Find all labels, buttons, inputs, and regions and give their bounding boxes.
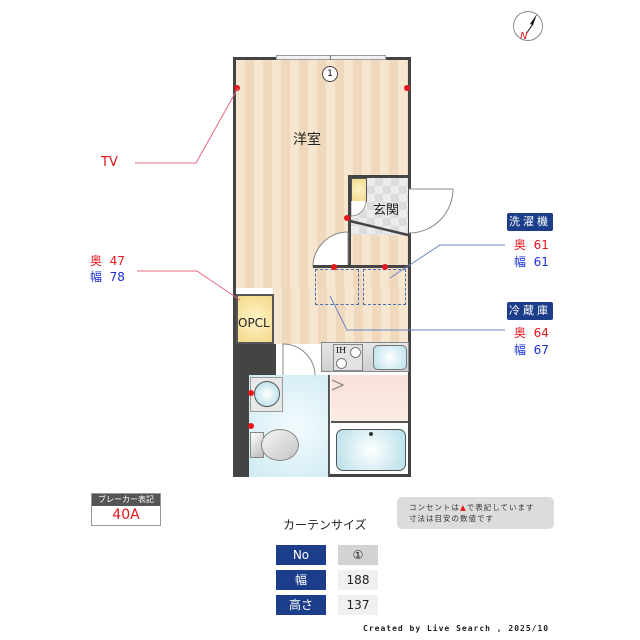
western-room-label: 洋室 xyxy=(293,132,321,148)
window-divider xyxy=(330,55,331,60)
folding-door xyxy=(331,379,345,391)
width-value: 61 xyxy=(533,255,549,269)
outlet-fridge xyxy=(331,264,337,270)
footer-credit: Created by Live Search , 2025/10 xyxy=(363,624,550,633)
entrance-step xyxy=(349,219,409,237)
fridge-dimensions: 奥 64 幅 67 xyxy=(514,325,549,359)
ih-stove: IH xyxy=(333,344,363,371)
closet-dimensions: 奥 47 幅 78 xyxy=(90,253,125,285)
width-label: 幅 xyxy=(514,255,527,269)
curtain-row: 幅 188 xyxy=(276,570,378,590)
tv-callout: TV xyxy=(101,155,118,170)
depth-label: 奥 xyxy=(514,238,527,252)
burner-icon xyxy=(350,347,361,358)
depth-label: 奥 xyxy=(90,254,103,268)
width-label: 幅 xyxy=(90,270,103,284)
dressing-area xyxy=(331,375,408,423)
cabinet-door xyxy=(350,200,367,217)
kitchen-sink xyxy=(373,345,407,370)
outlet-legend-icon: ▲ xyxy=(460,503,467,512)
curtain-row-label: 高さ xyxy=(276,595,326,615)
width-value: 78 xyxy=(109,270,125,284)
outlet-entrance xyxy=(344,215,350,221)
curtain-row-value: 137 xyxy=(338,595,378,615)
entrance-door xyxy=(409,188,454,234)
bathtub xyxy=(336,429,406,471)
curtain-row-label: No xyxy=(276,545,326,565)
burner-icon xyxy=(336,358,347,369)
outlet-left xyxy=(234,85,240,91)
entrance-partition xyxy=(348,175,351,267)
depth-value: 64 xyxy=(533,326,549,340)
depth-value: 47 xyxy=(109,254,125,268)
outlet-basin xyxy=(248,390,254,396)
fridge-label: 冷蔵庫 xyxy=(507,302,553,320)
entrance-label: 玄関 xyxy=(373,203,400,218)
depth-label: 奥 xyxy=(514,326,527,340)
width-label: 幅 xyxy=(514,343,527,357)
hall-partition xyxy=(313,265,408,268)
curtain-row: No ① xyxy=(276,545,378,565)
closet xyxy=(236,294,274,344)
closet-side-wall xyxy=(233,344,276,376)
notes-line2: 寸法は目安の数値です xyxy=(409,514,494,523)
window-number-marker: 1 xyxy=(322,66,338,82)
compass: N xyxy=(512,10,544,42)
outlet-right xyxy=(404,85,410,91)
breaker-value: 40A xyxy=(112,507,140,523)
fridge-space xyxy=(315,269,359,305)
notes-line1-suffix: で表記しています xyxy=(466,503,535,512)
notes-box: コンセントは▲で表記しています 寸法は目安の数値です xyxy=(397,497,554,529)
outlet-washer xyxy=(382,264,388,270)
left-lower-wall xyxy=(233,344,249,477)
curtain-row-label: 幅 xyxy=(276,570,326,590)
closet-label: OPCL xyxy=(238,316,270,330)
notes-line1-prefix: コンセントは xyxy=(409,503,460,512)
washer-label: 洗濯機 xyxy=(507,213,553,231)
curtain-row-value: 188 xyxy=(338,570,378,590)
ih-label: IH xyxy=(336,346,347,355)
toilet-bowl xyxy=(261,429,299,461)
curtain-row: 高さ 137 xyxy=(276,595,378,615)
washer-dimensions: 奥 61 幅 61 xyxy=(514,237,549,271)
breaker-title: ブレーカー表記 xyxy=(92,494,160,506)
drain-icon xyxy=(369,432,373,436)
curtain-title: カーテンサイズ xyxy=(283,518,367,532)
width-value: 67 xyxy=(533,343,549,357)
curtain-row-value: ① xyxy=(338,545,378,565)
basin-bowl xyxy=(254,381,280,407)
depth-value: 61 xyxy=(533,238,549,252)
curtain-table: No ① 幅 188 高さ 137 xyxy=(276,545,378,615)
outlet-toilet xyxy=(248,423,254,429)
window-top xyxy=(276,55,386,60)
breaker-box: ブレーカー表記 40A xyxy=(91,493,161,526)
svg-text:N: N xyxy=(520,31,528,42)
north-compass-icon: N xyxy=(513,11,543,42)
